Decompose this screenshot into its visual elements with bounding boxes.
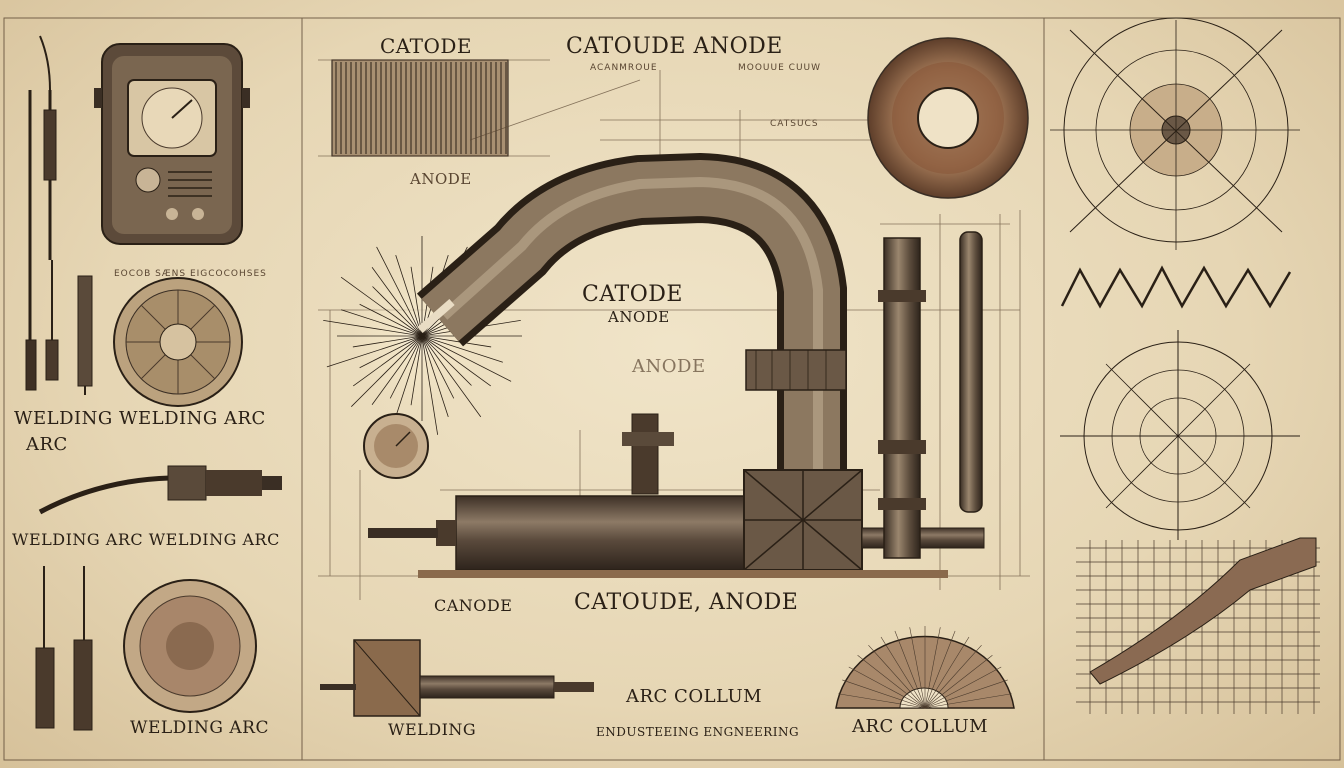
label-welding-arc-3: WELDING ARC [130, 718, 269, 738]
base-cylinder [368, 413, 985, 578]
rusted-disc [867, 37, 1029, 199]
label-mid-catode: CATODE [582, 282, 683, 307]
welding-rods [25, 35, 93, 395]
label-welding-arc-1b: ARC [26, 434, 68, 455]
grid-chart [1076, 537, 1320, 714]
small-gauge [363, 413, 429, 479]
half-dome [835, 626, 1015, 709]
label-small-right: CATSUCS [770, 119, 819, 129]
label-mid-anode: ANODE [608, 308, 670, 326]
meter-box [94, 43, 250, 245]
gauge-bottom-left [123, 579, 257, 713]
label-engineering: ENDUSTEEING ENGNEERING [596, 725, 800, 739]
torch-left [38, 465, 282, 515]
electrodes-bottom-left [35, 566, 93, 731]
label-arc-collum-1: ARC COLLUM [626, 686, 763, 707]
label-arc-collum-2: ARC COLLUM [852, 716, 989, 737]
label-welding-arc-1: WELDING WELDING ARC [14, 408, 266, 429]
label-small-header-left: EOCOB SÆNS EIGCOCOHSES [114, 269, 267, 279]
bottom-component [320, 639, 594, 717]
label-nozzle-anode: ANODE [410, 170, 472, 188]
radial-diagram-bottom [1060, 330, 1300, 540]
label-mid-anode-faded: ANODE [632, 356, 706, 377]
curved-pipe [416, 152, 847, 470]
radial-diagram-top [1050, 17, 1300, 250]
frame-lines [3, 17, 1341, 761]
hatch-block [331, 59, 509, 157]
label-catoude-anode-bottom: CATOUDE, ANODE [574, 590, 799, 615]
label-canode: CANODE [434, 596, 513, 615]
label-top-catode: CATODE [380, 34, 473, 58]
fan-disc-left [113, 277, 243, 407]
zigzag-wave [1060, 265, 1292, 309]
label-welding-arc-2: WELDING ARC WELDING ARC [12, 530, 280, 549]
label-top-catoude-anode: CATOUDE ANODE [566, 34, 783, 59]
label-welding-bottom: WELDING [388, 720, 477, 739]
vertical-tubes [878, 231, 983, 559]
label-small-under-catode: ACANMROUE [590, 63, 658, 73]
label-small-under-anode: MOOUUE CUUW [738, 63, 822, 73]
